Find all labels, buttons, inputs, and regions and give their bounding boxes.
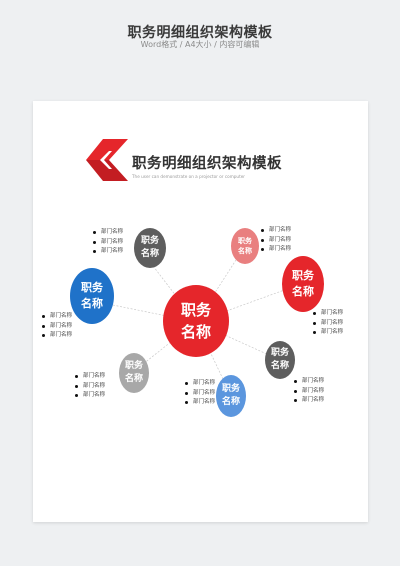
list-item: 部门名称 (42, 331, 72, 341)
department-list: 部门名称 部门名称 部门名称 (42, 312, 72, 341)
node-label: 职务 (180, 300, 211, 319)
node-label: 职务 (221, 383, 240, 394)
list-item: 部门名称 (261, 245, 291, 255)
list-item: 部门名称 (93, 238, 123, 248)
list-item: 部门名称 (185, 389, 215, 399)
node-label: 职务 (81, 280, 103, 294)
node-label: 职务 (292, 268, 314, 282)
list-item: 部门名称 (75, 391, 105, 401)
department-list: 部门名称 部门名称 部门名称 (185, 379, 215, 408)
position-node: 职务 名称 (265, 341, 295, 379)
node-label: 名称 (81, 297, 103, 310)
center-position-node: 职务 名称 (163, 285, 229, 357)
position-node: 职务 名称 (134, 228, 166, 268)
list-item: 部门名称 (185, 379, 215, 389)
node-label: 职务 (140, 235, 159, 246)
list-item: 部门名称 (294, 396, 324, 406)
list-item: 部门名称 (261, 236, 291, 246)
position-node: 职务 名称 (216, 375, 246, 417)
node-label: 名称 (124, 374, 143, 384)
list-item: 部门名称 (313, 328, 343, 338)
list-item: 部门名称 (313, 319, 343, 329)
list-item: 部门名称 (313, 309, 343, 319)
list-item: 部门名称 (42, 312, 72, 322)
document-subtitle: The user can demonstrate on a projector … (132, 174, 246, 179)
node-label: 职务 (238, 236, 252, 245)
chevron-logo-icon (86, 139, 128, 181)
node-label: 名称 (140, 249, 159, 259)
list-item: 部门名称 (294, 377, 324, 387)
position-node: 职务 名称 (70, 268, 114, 324)
position-node: 职务 名称 (231, 228, 259, 264)
node-label: 名称 (292, 285, 314, 298)
page-title: 职务明细组织架构模板 (127, 25, 273, 41)
page-subtitle: Word格式 / A4大小 / 内容可编辑 (140, 40, 260, 49)
list-item: 部门名称 (261, 226, 291, 236)
list-item: 部门名称 (75, 372, 105, 382)
list-item: 部门名称 (93, 247, 123, 257)
node-label: 名称 (270, 361, 289, 371)
node-label: 职务 (124, 360, 143, 371)
node-label: 名称 (221, 397, 240, 407)
department-list: 部门名称 部门名称 部门名称 (294, 377, 324, 406)
list-item: 部门名称 (185, 398, 215, 408)
list-item: 部门名称 (75, 382, 105, 392)
position-node: 职务 名称 (119, 353, 149, 393)
node-label: 职务 (270, 347, 289, 358)
node-label: 名称 (180, 323, 211, 341)
document-title: 职务明细组织架构模板 (132, 156, 282, 172)
list-item: 部门名称 (42, 322, 72, 332)
position-node: 职务 名称 (282, 256, 324, 312)
node-label: 名称 (238, 247, 252, 255)
department-list: 部门名称 部门名称 部门名称 (313, 309, 343, 338)
department-list: 部门名称 部门名称 部门名称 (93, 228, 123, 257)
department-list: 部门名称 部门名称 部门名称 (261, 226, 291, 255)
department-list: 部门名称 部门名称 部门名称 (75, 372, 105, 401)
list-item: 部门名称 (294, 387, 324, 397)
list-item: 部门名称 (93, 228, 123, 238)
